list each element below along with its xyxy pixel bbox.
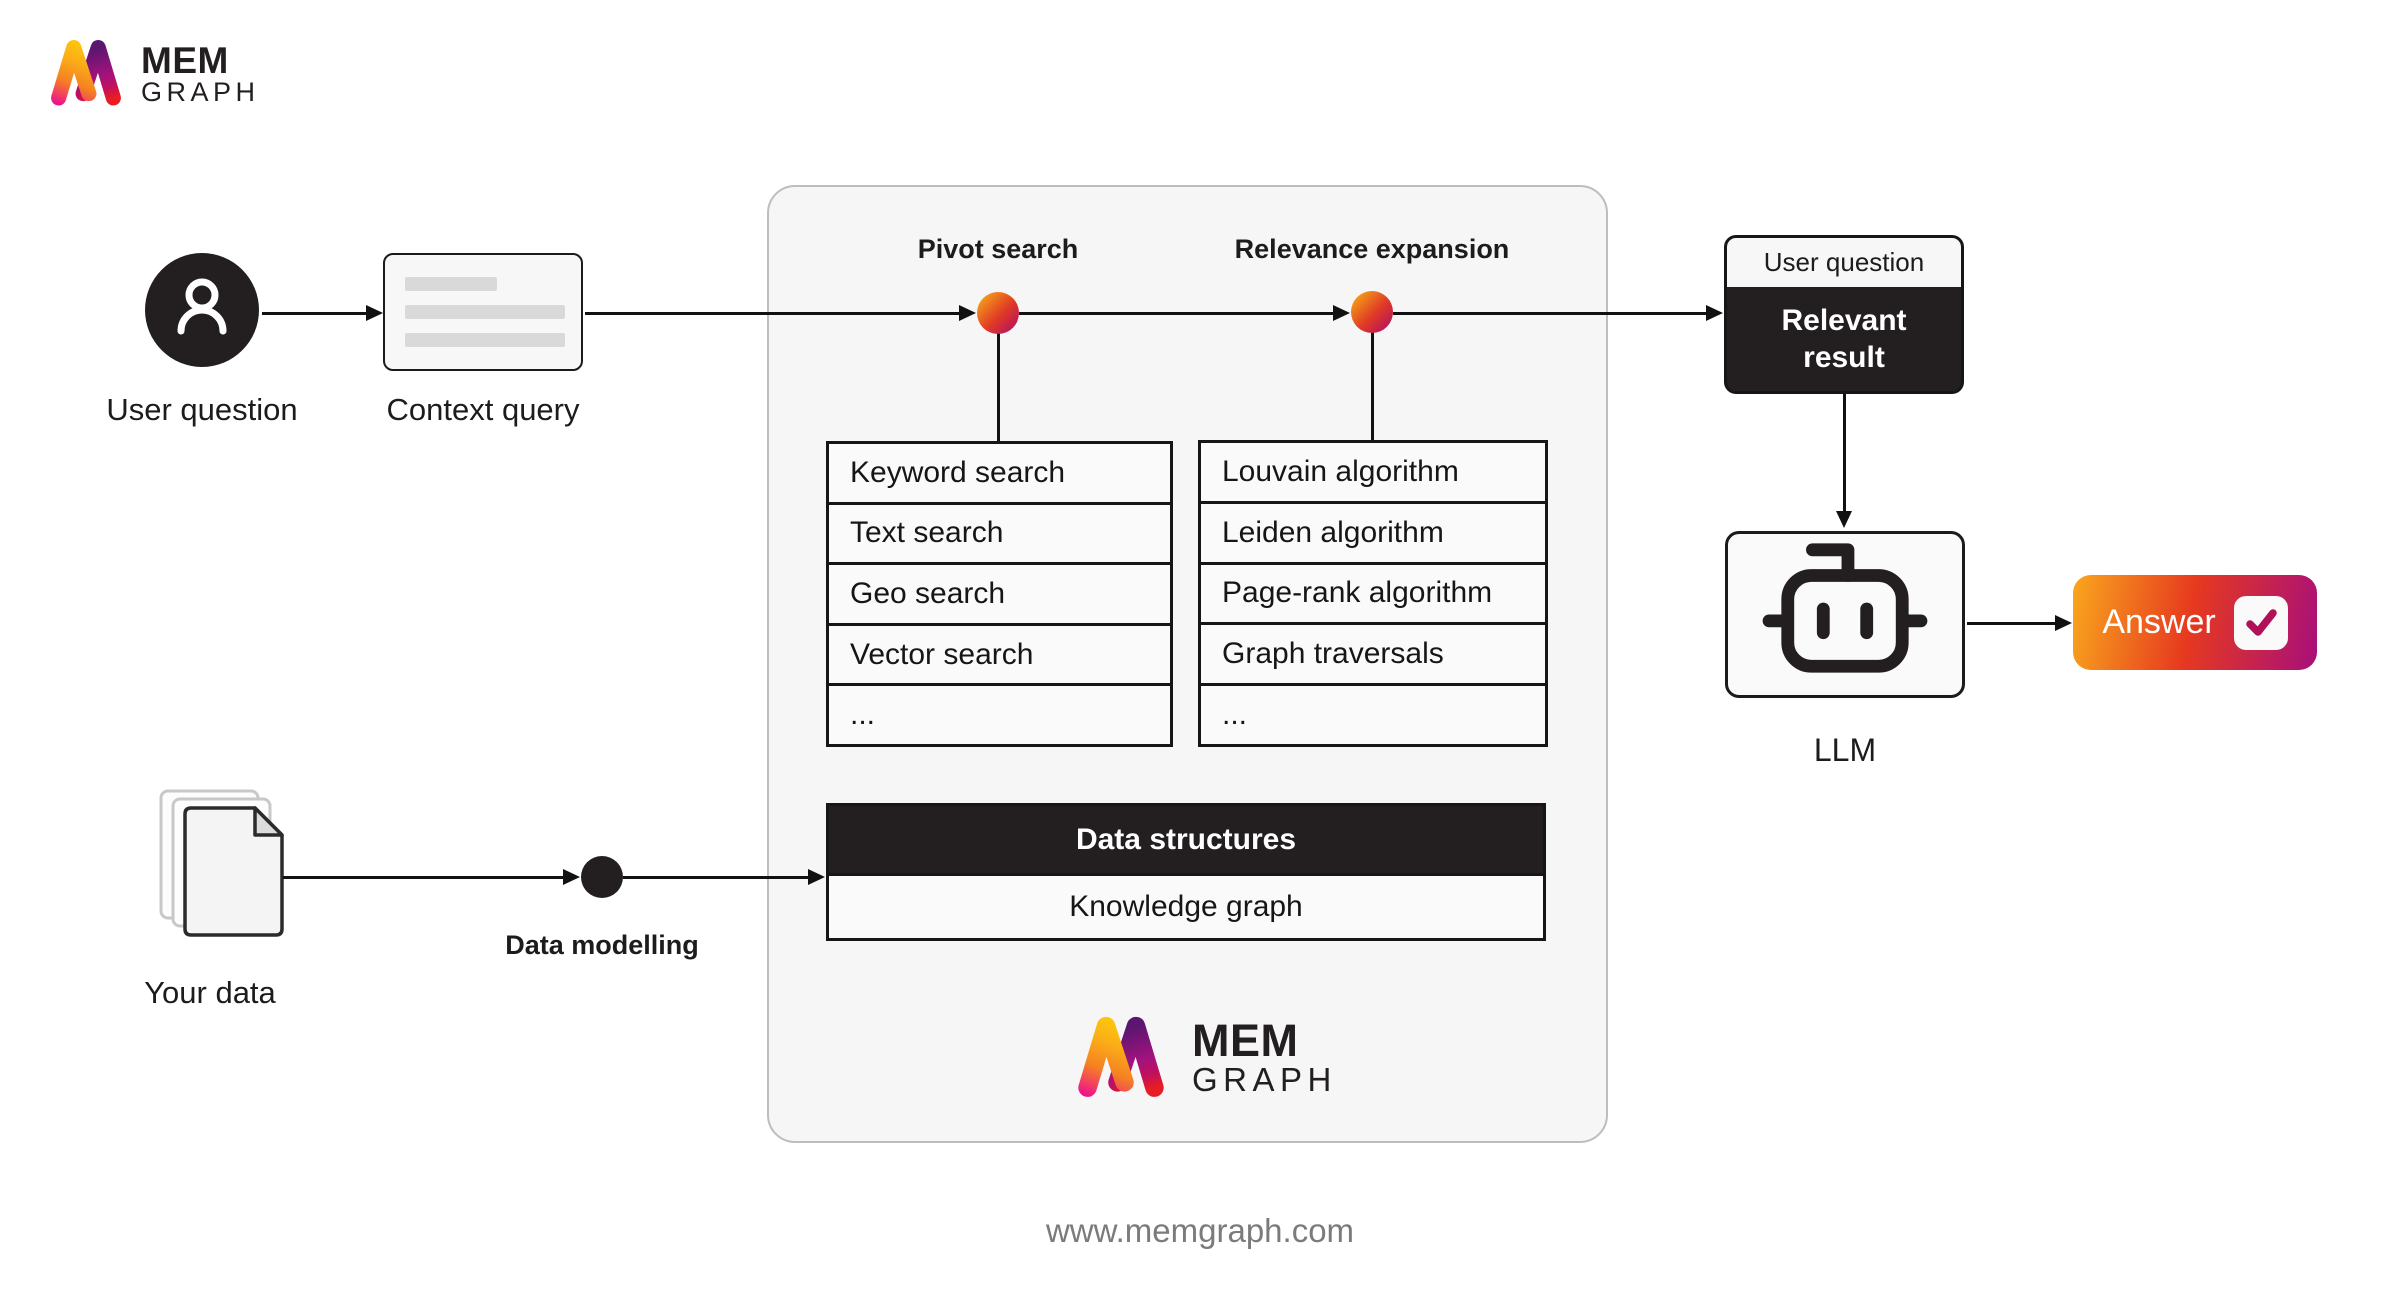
arrowhead (959, 304, 976, 321)
result-line-2: result (1803, 341, 1885, 374)
logo-graph-text: GRAPH (141, 76, 260, 107)
arrowhead (1333, 304, 1350, 321)
relevant-result-box: User question Relevant result (1724, 235, 1964, 394)
pivot-search-list: Keyword search Text search Geo search Ve… (826, 441, 1173, 747)
memgraph-logo-panel: MEM GRAPH (1068, 1012, 1337, 1105)
website-url: www.memgraph.com (1045, 1212, 1355, 1249)
pivot-search-node (977, 292, 1019, 334)
list-item: Vector search (829, 626, 1170, 687)
arrowhead (808, 868, 825, 885)
arrowhead (2055, 614, 2072, 631)
list-item: Page-rank algorithm (1201, 565, 1545, 626)
arrowhead (1835, 511, 1852, 528)
list-item: Text search (829, 505, 1170, 566)
context-query-card (383, 253, 583, 371)
relevance-expansion-node (1351, 291, 1393, 333)
connector-result-to-llm (1842, 394, 1846, 511)
arrowhead (1706, 304, 1723, 321)
logo-mem-text: MEM (1192, 1014, 1299, 1066)
person-icon (167, 273, 237, 348)
connector-pivot-to-relevance (1019, 311, 1335, 315)
connector-data-to-modelling (283, 875, 565, 879)
user-question-label: User question (106, 392, 298, 427)
robot-icon (1761, 538, 1929, 691)
memgraph-m-icon (45, 36, 127, 113)
answer-label: Answer (2102, 603, 2216, 641)
text-line-placeholder (405, 277, 497, 291)
logo-graph-text: GRAPH (1192, 1060, 1337, 1098)
data-structures-header: Data structures (829, 806, 1543, 876)
relevance-expansion-list: Louvain algorithm Leiden algorithm Page-… (1198, 440, 1548, 747)
memgraph-m-icon (1068, 1012, 1174, 1105)
list-item: Louvain algorithm (1201, 443, 1545, 504)
connector-modelling-to-structures (623, 875, 810, 879)
memgraph-wordmark: MEM GRAPH (141, 39, 260, 107)
connector-llm-to-answer (1967, 621, 2057, 625)
llm-box (1725, 531, 1965, 698)
list-item: Graph traversals (1201, 625, 1545, 687)
data-modelling-label: Data modelling (505, 930, 699, 960)
logo-mem-text: MEM (141, 39, 229, 81)
pivot-search-label: Pivot search (917, 234, 1079, 264)
context-query-label: Context query (386, 392, 580, 427)
text-line-placeholder (405, 333, 565, 347)
arrowhead (563, 868, 580, 885)
list-item: Leiden algorithm (1201, 504, 1545, 565)
list-item: ... (850, 698, 876, 732)
relevance-expansion-label: Relevance expansion (1234, 234, 1510, 264)
answer-badge: Answer (2073, 575, 2317, 670)
your-data-label: Your data (144, 975, 276, 1010)
result-box-body: Relevant result (1727, 287, 1961, 391)
connector-relevance-to-result (1393, 311, 1707, 315)
list-item: Geo search (829, 565, 1170, 626)
knowledge-graph-row: Knowledge graph (829, 876, 1543, 938)
connector-relevance-to-list (1370, 332, 1374, 442)
connector-card-to-pivot (585, 311, 960, 315)
arrowhead (366, 304, 383, 321)
llm-label: LLM (1813, 732, 1877, 768)
data-structures-table: Data structures Knowledge graph (826, 803, 1546, 941)
stacked-documents-icon (158, 788, 288, 945)
text-line-placeholder (405, 305, 565, 319)
checkmark-icon (2233, 595, 2288, 650)
connector-user-to-card (262, 311, 368, 315)
list-item: ... (1222, 698, 1248, 732)
data-modelling-node (581, 856, 623, 898)
memgraph-wordmark: MEM GRAPH (1192, 1014, 1337, 1098)
connector-pivot-to-list (996, 332, 1000, 443)
result-line-1: Relevant (1781, 304, 1907, 337)
list-item: Keyword search (829, 444, 1170, 505)
result-box-header: User question (1727, 238, 1961, 287)
user-question-node (145, 253, 259, 367)
memgraph-logo: MEM GRAPH (45, 36, 260, 113)
